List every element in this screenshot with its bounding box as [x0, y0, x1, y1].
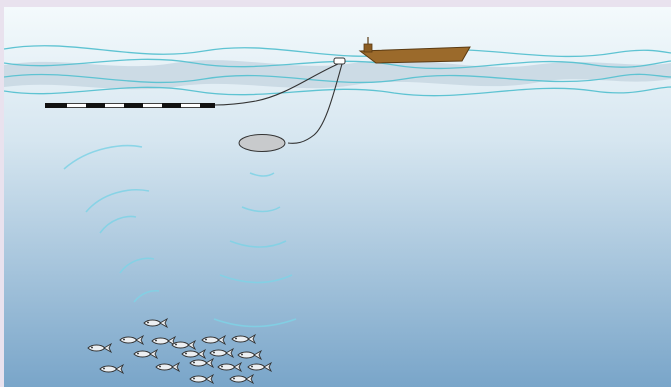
towed-streamer	[45, 103, 215, 108]
diagram-scene	[4, 7, 671, 387]
buoy-icon	[334, 58, 345, 64]
float-icon	[239, 135, 285, 152]
